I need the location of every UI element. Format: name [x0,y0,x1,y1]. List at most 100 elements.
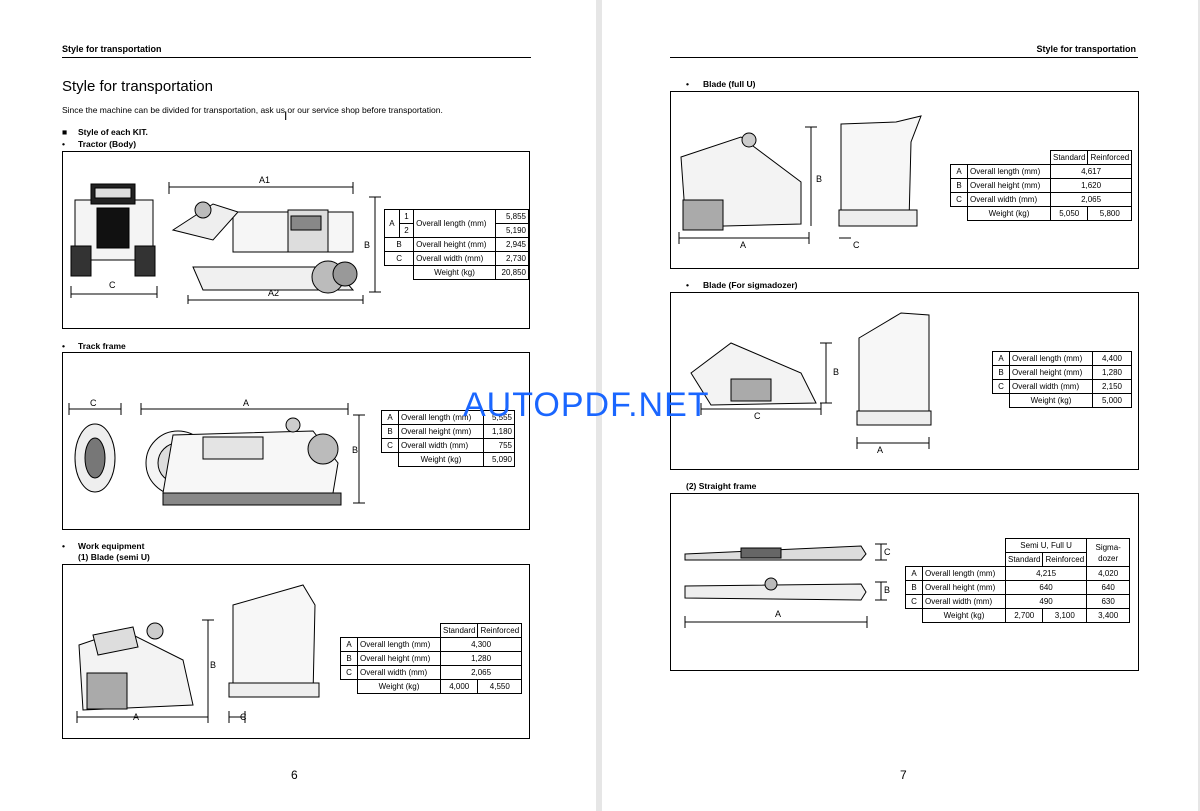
row-label: Overall height (mm) [922,580,1006,595]
row-value: 20,850 [494,265,530,280]
straight-frame-figure-box: C B A Semi U, Full U Sigma-dozer Standar… [670,493,1139,671]
blade-full-u-bullet: • [686,79,689,89]
track-frame-drawing [68,403,365,506]
blade-sigma-drawing [690,312,932,449]
table-row: Weight (kg) 2,700 3,100 3,400 [906,608,1131,623]
row-key: C [340,665,358,680]
table-row: Standard Reinforced [340,623,523,638]
row-value: 755 [483,438,515,453]
table-row: B Overall height (mm) 1,280 [992,365,1132,380]
row-value: 640 [1086,580,1131,595]
row-key: B [992,365,1010,380]
row-key: B [381,424,399,439]
row-subkey: 1 [398,209,415,224]
blade-full-u-spec-table: Standard Reinforced A Overall length (mm… [950,150,1133,221]
row-value: 4,020 [1086,566,1131,581]
row-value: 5,050 [1049,206,1089,221]
row-key: A [384,209,400,238]
intro-text: Since the machine can be divided for tra… [62,105,443,115]
row-value: 5,090 [483,452,515,467]
tractor-spec-table: A 1 Overall length (mm) 5,855 2 5,190 B … [383,209,530,280]
blade-full-u-drawing [678,115,922,244]
col-group-header: Semi U, Full U [1004,538,1088,553]
row-label: Overall height (mm) [398,424,484,439]
row-key: B [905,580,923,595]
row-label: Overall height (mm) [413,237,496,252]
col-standard: Standard [439,623,479,638]
table-row: Weight (kg) 5,000 [993,393,1132,408]
row-value: 2,700 [1004,608,1044,623]
table-row: C Overall width (mm) 755 [381,438,515,453]
table-row: C Overall width (mm) 2,065 [340,665,523,680]
table-row: C Overall width (mm) 2,730 [383,251,530,266]
row-label: Overall width (mm) [398,438,484,453]
col-standard: Standard [1004,552,1044,567]
table-row: B Overall height (mm) 640 640 [905,580,1131,595]
row-label: Overall length (mm) [967,164,1051,179]
table-row: Weight (kg) 20,850 [385,265,530,280]
blade-full-u-figure-box: A B C Standard Reinforced A Overall leng… [670,91,1139,269]
row-label: Weight (kg) [357,679,441,694]
blade-sigma-figure-box: C B A A Overall length (mm) 4,400 B Over… [670,292,1139,470]
dim-c-label: C [109,280,116,290]
row-label: Overall width (mm) [357,665,441,680]
row-value: 5,000 [1092,393,1132,408]
track-bullet: • [62,341,65,351]
row-subkey: 2 [398,223,415,238]
dim-a-label: A [243,398,250,408]
row-value: 1,180 [483,424,515,439]
row-value: 1,280 [439,651,523,666]
row-key: A [992,351,1010,366]
dim-a-label: A [133,712,140,722]
row-label: Overall height (mm) [967,178,1051,193]
tractor-figure-box: A1 A2 B C A 1 Overall length (mm) 5,855 … [62,151,530,329]
row-key: C [381,438,399,453]
row-label: Overall width (mm) [1009,379,1093,394]
straight-frame-drawing [684,543,887,628]
table-row: B Overall height (mm) 2,945 [383,237,530,252]
dim-c-label: C [754,411,761,421]
table-row: Weight (kg) 5,050 5,800 [951,206,1133,221]
table-row: Standard Reinforced [950,150,1133,165]
row-label: Overall length (mm) [357,637,441,652]
col-reinforced: Reinforced [477,623,523,638]
row-value: 5,800 [1087,206,1133,221]
page-number: 6 [291,768,298,782]
track-frame-spec-table: A Overall length (mm) 5,555 B Overall he… [381,410,515,467]
tractor-drawing [70,182,381,304]
header-rule [62,57,531,58]
dim-b-label: B [816,174,823,184]
row-key: C [950,192,968,207]
row-key: C [905,594,923,609]
col-reinforced: Reinforced [1087,150,1133,165]
page-header: Style for transportation [62,44,162,54]
row-value: 2,065 [439,665,523,680]
row-label: Overall width (mm) [922,594,1006,609]
table-row: B Overall height (mm) 1,620 [950,178,1133,193]
dim-a-label: A [877,445,884,455]
row-value: 5,190 [494,223,530,238]
straight-frame-spec-table: Semi U, Full U Sigma-dozer Standard Rein… [905,538,1131,623]
table-row: B Overall height (mm) 1,280 [340,651,523,666]
row-value: 1,620 [1049,178,1133,193]
row-value: 640 [1004,580,1088,595]
table-row: B Overall height (mm) 1,180 [381,424,515,439]
track-frame-label: Track frame [78,341,126,351]
row-value: 5,855 [494,209,530,224]
header-rule [670,57,1138,58]
table-row: A Overall length (mm) 4,215 4,020 [905,566,1131,581]
row-label: Overall length (mm) [1009,351,1093,366]
dim-b-label: B [833,367,840,377]
blade-semi-u-figure-box: A B C Standard Reinforced A Overall leng… [62,564,530,739]
row-label: Overall width (mm) [413,251,496,266]
tractor-bullet: • [62,139,65,149]
kit-heading: Style of each KIT. [78,127,148,137]
row-value: 1,280 [1092,365,1132,380]
dim-b-label: B [884,585,891,595]
row-label: Overall length (mm) [922,566,1006,581]
table-row: A Overall length (mm) 4,617 [950,164,1133,179]
row-value: 2,945 [494,237,530,252]
row-key: A [950,164,968,179]
dim-c-label: C [853,240,860,250]
row-label: Weight (kg) [967,206,1051,221]
